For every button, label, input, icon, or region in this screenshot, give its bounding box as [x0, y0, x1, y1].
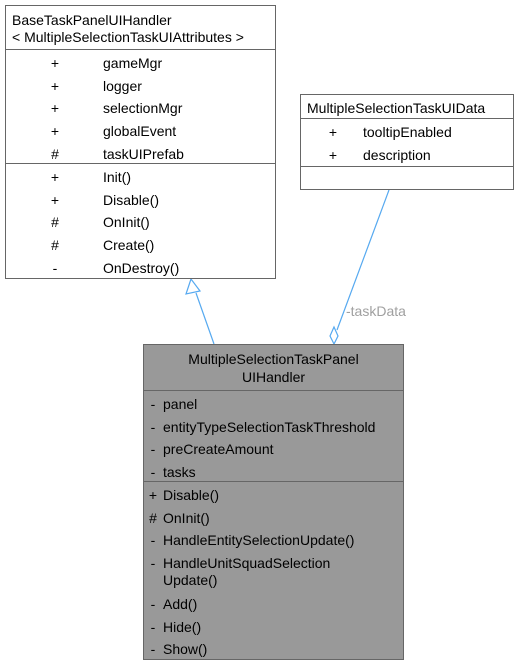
attribute-name: panel — [163, 396, 198, 412]
class-header: MultipleSelectionTaskPanel UIHandler — [144, 345, 403, 390]
attribute-name: preCreateAmount — [163, 441, 274, 457]
method-name: Disable() — [103, 192, 160, 208]
method-name: HandleEntitySelectionUpdate() — [163, 532, 355, 548]
method-name: Show() — [163, 641, 208, 657]
visibility-symbol: - — [52, 260, 58, 276]
class-title: MultipleSelectionTaskUIData — [307, 100, 486, 116]
method-name: Disable() — [163, 487, 220, 503]
class-title: BaseTaskPanelUIHandler — [12, 12, 172, 28]
method-name: HandleUnitSquadSelection — [163, 555, 331, 571]
visibility-symbol: - — [150, 532, 156, 548]
inheritance-line — [195, 292, 215, 345]
inheritance-arrowhead — [185, 277, 202, 295]
visibility-symbol: - — [150, 396, 156, 412]
class-title-line2: UIHandler — [241, 369, 306, 385]
class-header: MultipleSelectionTaskUIData — [301, 95, 513, 118]
method-name: Init() — [103, 169, 131, 185]
class-multiple-selection-task-panel-ui-handler[interactable]: MultipleSelectionTaskPanel UIHandler - p… — [143, 344, 404, 660]
attribute-name: taskUIPrefab — [103, 146, 184, 162]
visibility-symbol: + — [50, 123, 60, 139]
visibility-symbol: - — [150, 555, 156, 571]
visibility-symbol: # — [51, 146, 59, 162]
methods-section — [301, 166, 513, 190]
visibility-symbol: + — [328, 124, 338, 140]
attribute-name: gameMgr — [103, 55, 163, 71]
class-template-args: < MultipleSelectionTaskUIAttributes > — [12, 29, 244, 45]
visibility-symbol: - — [150, 441, 156, 457]
visibility-symbol: + — [50, 55, 60, 71]
visibility-symbol: + — [148, 487, 158, 503]
visibility-symbol: - — [150, 419, 156, 435]
visibility-symbol: # — [51, 237, 59, 253]
attributes-section: + tooltipEnabled + description — [301, 118, 513, 166]
visibility-symbol: + — [50, 100, 60, 116]
method-name: Create() — [103, 237, 155, 253]
visibility-symbol: + — [50, 169, 60, 185]
methods-section: + Init() + Disable() # OnInit() # Create… — [6, 163, 275, 279]
visibility-symbol: # — [149, 510, 157, 526]
attribute-name: globalEvent — [103, 123, 177, 139]
visibility-symbol: + — [50, 192, 60, 208]
aggregation-diamond — [329, 325, 339, 346]
attributes-section: + gameMgr + logger + selectionMgr + glob… — [6, 49, 275, 163]
attribute-name: tasks — [163, 464, 196, 480]
attribute-name: description — [363, 147, 431, 163]
class-multiple-selection-task-ui-data[interactable]: MultipleSelectionTaskUIData + tooltipEna… — [300, 94, 514, 190]
method-name: OnDestroy() — [103, 260, 180, 276]
class-base-task-panel-ui-handler[interactable]: BaseTaskPanelUIHandler < MultipleSelecti… — [5, 5, 276, 279]
association-line — [336, 189, 390, 331]
attribute-name: entityTypeSelectionTaskThreshold — [163, 419, 376, 435]
attributes-section: - panel - entityTypeSelectionTaskThresho… — [144, 390, 403, 481]
visibility-symbol: - — [150, 619, 156, 635]
attribute-name: selectionMgr — [103, 100, 183, 116]
visibility-symbol: + — [328, 147, 338, 163]
methods-section: + Disable() # OnInit() - HandleEntitySel… — [144, 481, 403, 659]
association-label: -taskData — [346, 303, 406, 319]
method-name: OnInit() — [163, 510, 210, 526]
class-title-line1: MultipleSelectionTaskPanel — [188, 351, 359, 367]
visibility-symbol: + — [50, 78, 60, 94]
visibility-symbol: - — [150, 464, 156, 480]
method-name: OnInit() — [103, 214, 150, 230]
visibility-symbol: - — [150, 641, 156, 657]
visibility-symbol: - — [150, 596, 156, 612]
attribute-name: logger — [103, 78, 142, 94]
method-name: Hide() — [163, 619, 202, 635]
visibility-symbol: # — [51, 214, 59, 230]
attribute-name: tooltipEnabled — [363, 124, 452, 140]
method-name: Add() — [163, 596, 198, 612]
class-header: BaseTaskPanelUIHandler < MultipleSelecti… — [6, 6, 275, 49]
method-name-continued: Update() — [163, 572, 218, 588]
